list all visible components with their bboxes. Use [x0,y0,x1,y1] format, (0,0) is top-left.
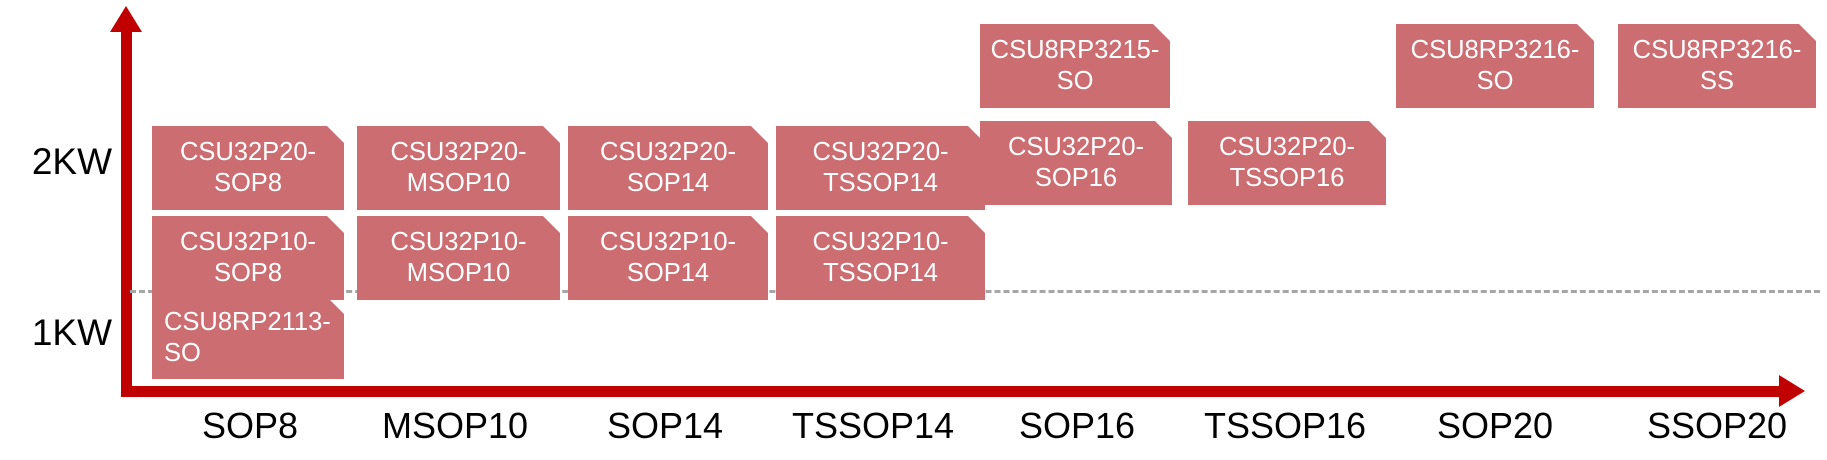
x-axis-arrow-icon [1779,375,1805,407]
x-tick-label-msop10: MSOP10 [381,405,529,446]
part-box[interactable]: CSU8RP2113-SO [152,297,344,379]
x-tick-label-ssop20: SSOP20 [1646,405,1788,446]
part-box[interactable]: CSU32P20-SOP8 [152,126,344,210]
part-box[interactable]: CSU8RP3215-SO [980,24,1170,108]
y-tick-label-1kw: 1KW [31,312,112,353]
x-tick-label-tssop16: TSSOP16 [1203,405,1367,446]
x-tick-label-sop16: SOP16 [1018,405,1136,446]
part-box-label: CSU32P20-SOP8 [179,138,317,197]
part-box[interactable]: CSU8RP3216-SS [1618,24,1816,108]
part-box[interactable]: CSU32P10-SOP14 [568,216,768,300]
part-box[interactable]: CSU32P10-TSSOP14 [776,216,985,300]
part-box[interactable]: CSU8RP3216-SO [1396,24,1594,108]
part-box-label: CSU8RP3216-SS [1632,36,1802,95]
part-box-label: CSU32P10-TSSOP14 [812,228,949,287]
part-box-label: CSU8RP2113-SO [164,308,331,367]
y-axis-arrow-icon [110,6,142,32]
y-tick-label-2kw: 2KW [31,141,112,182]
part-box-label: CSU32P20-MSOP10 [390,138,527,197]
x-tick-label-sop20: SOP20 [1436,405,1554,446]
part-box[interactable]: CSU32P20-TSSOP16 [1188,121,1386,205]
x-tick-label-sop14: SOP14 [606,405,724,446]
part-box[interactable]: CSU32P20-SOP16 [980,121,1172,205]
part-box-label: CSU32P20-SOP16 [1007,133,1145,192]
part-box-label: CSU32P10-SOP8 [179,228,317,287]
part-box-label: CSU32P10-SOP14 [599,228,737,287]
y-axis-line [121,28,132,392]
part-box-label: CSU32P10-MSOP10 [390,228,527,287]
part-box[interactable]: CSU32P20-MSOP10 [357,126,560,210]
part-box-label: CSU8RP3216-SO [1410,36,1580,95]
part-box-label: CSU32P20-TSSOP14 [812,138,949,197]
part-box[interactable]: CSU32P10-SOP8 [152,216,344,300]
part-box[interactable]: CSU32P20-SOP14 [568,126,768,210]
part-box-label: CSU8RP3215-SO [990,36,1160,95]
part-box[interactable]: CSU32P20-TSSOP14 [776,126,985,210]
part-box-label: CSU32P20-TSSOP16 [1218,133,1356,192]
x-tick-label-sop8: SOP8 [201,405,299,446]
part-box-label: CSU32P20-SOP14 [599,138,737,197]
part-box[interactable]: CSU32P10-MSOP10 [357,216,560,300]
x-axis-line [121,386,1781,397]
x-tick-label-tssop14: TSSOP14 [791,405,955,446]
